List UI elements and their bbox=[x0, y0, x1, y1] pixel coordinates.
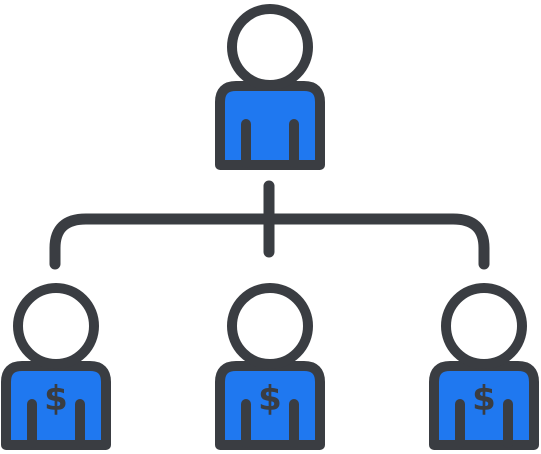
person-dollar-icon: $ bbox=[1, 283, 111, 450]
dollar-badge: $ bbox=[258, 379, 282, 419]
person-body bbox=[215, 81, 325, 170]
connector-branch bbox=[49, 213, 490, 270]
person-dollar-icon: $ bbox=[429, 283, 539, 450]
person-head bbox=[227, 4, 313, 90]
person-dollar-icon: $ bbox=[215, 283, 325, 450]
dollar-badge: $ bbox=[472, 379, 496, 419]
person-icon bbox=[215, 4, 325, 170]
dollar-badge: $ bbox=[44, 379, 68, 419]
hierarchy-connector bbox=[49, 180, 490, 270]
person-head bbox=[227, 283, 313, 369]
person-head bbox=[13, 283, 99, 369]
person-head bbox=[441, 283, 527, 369]
